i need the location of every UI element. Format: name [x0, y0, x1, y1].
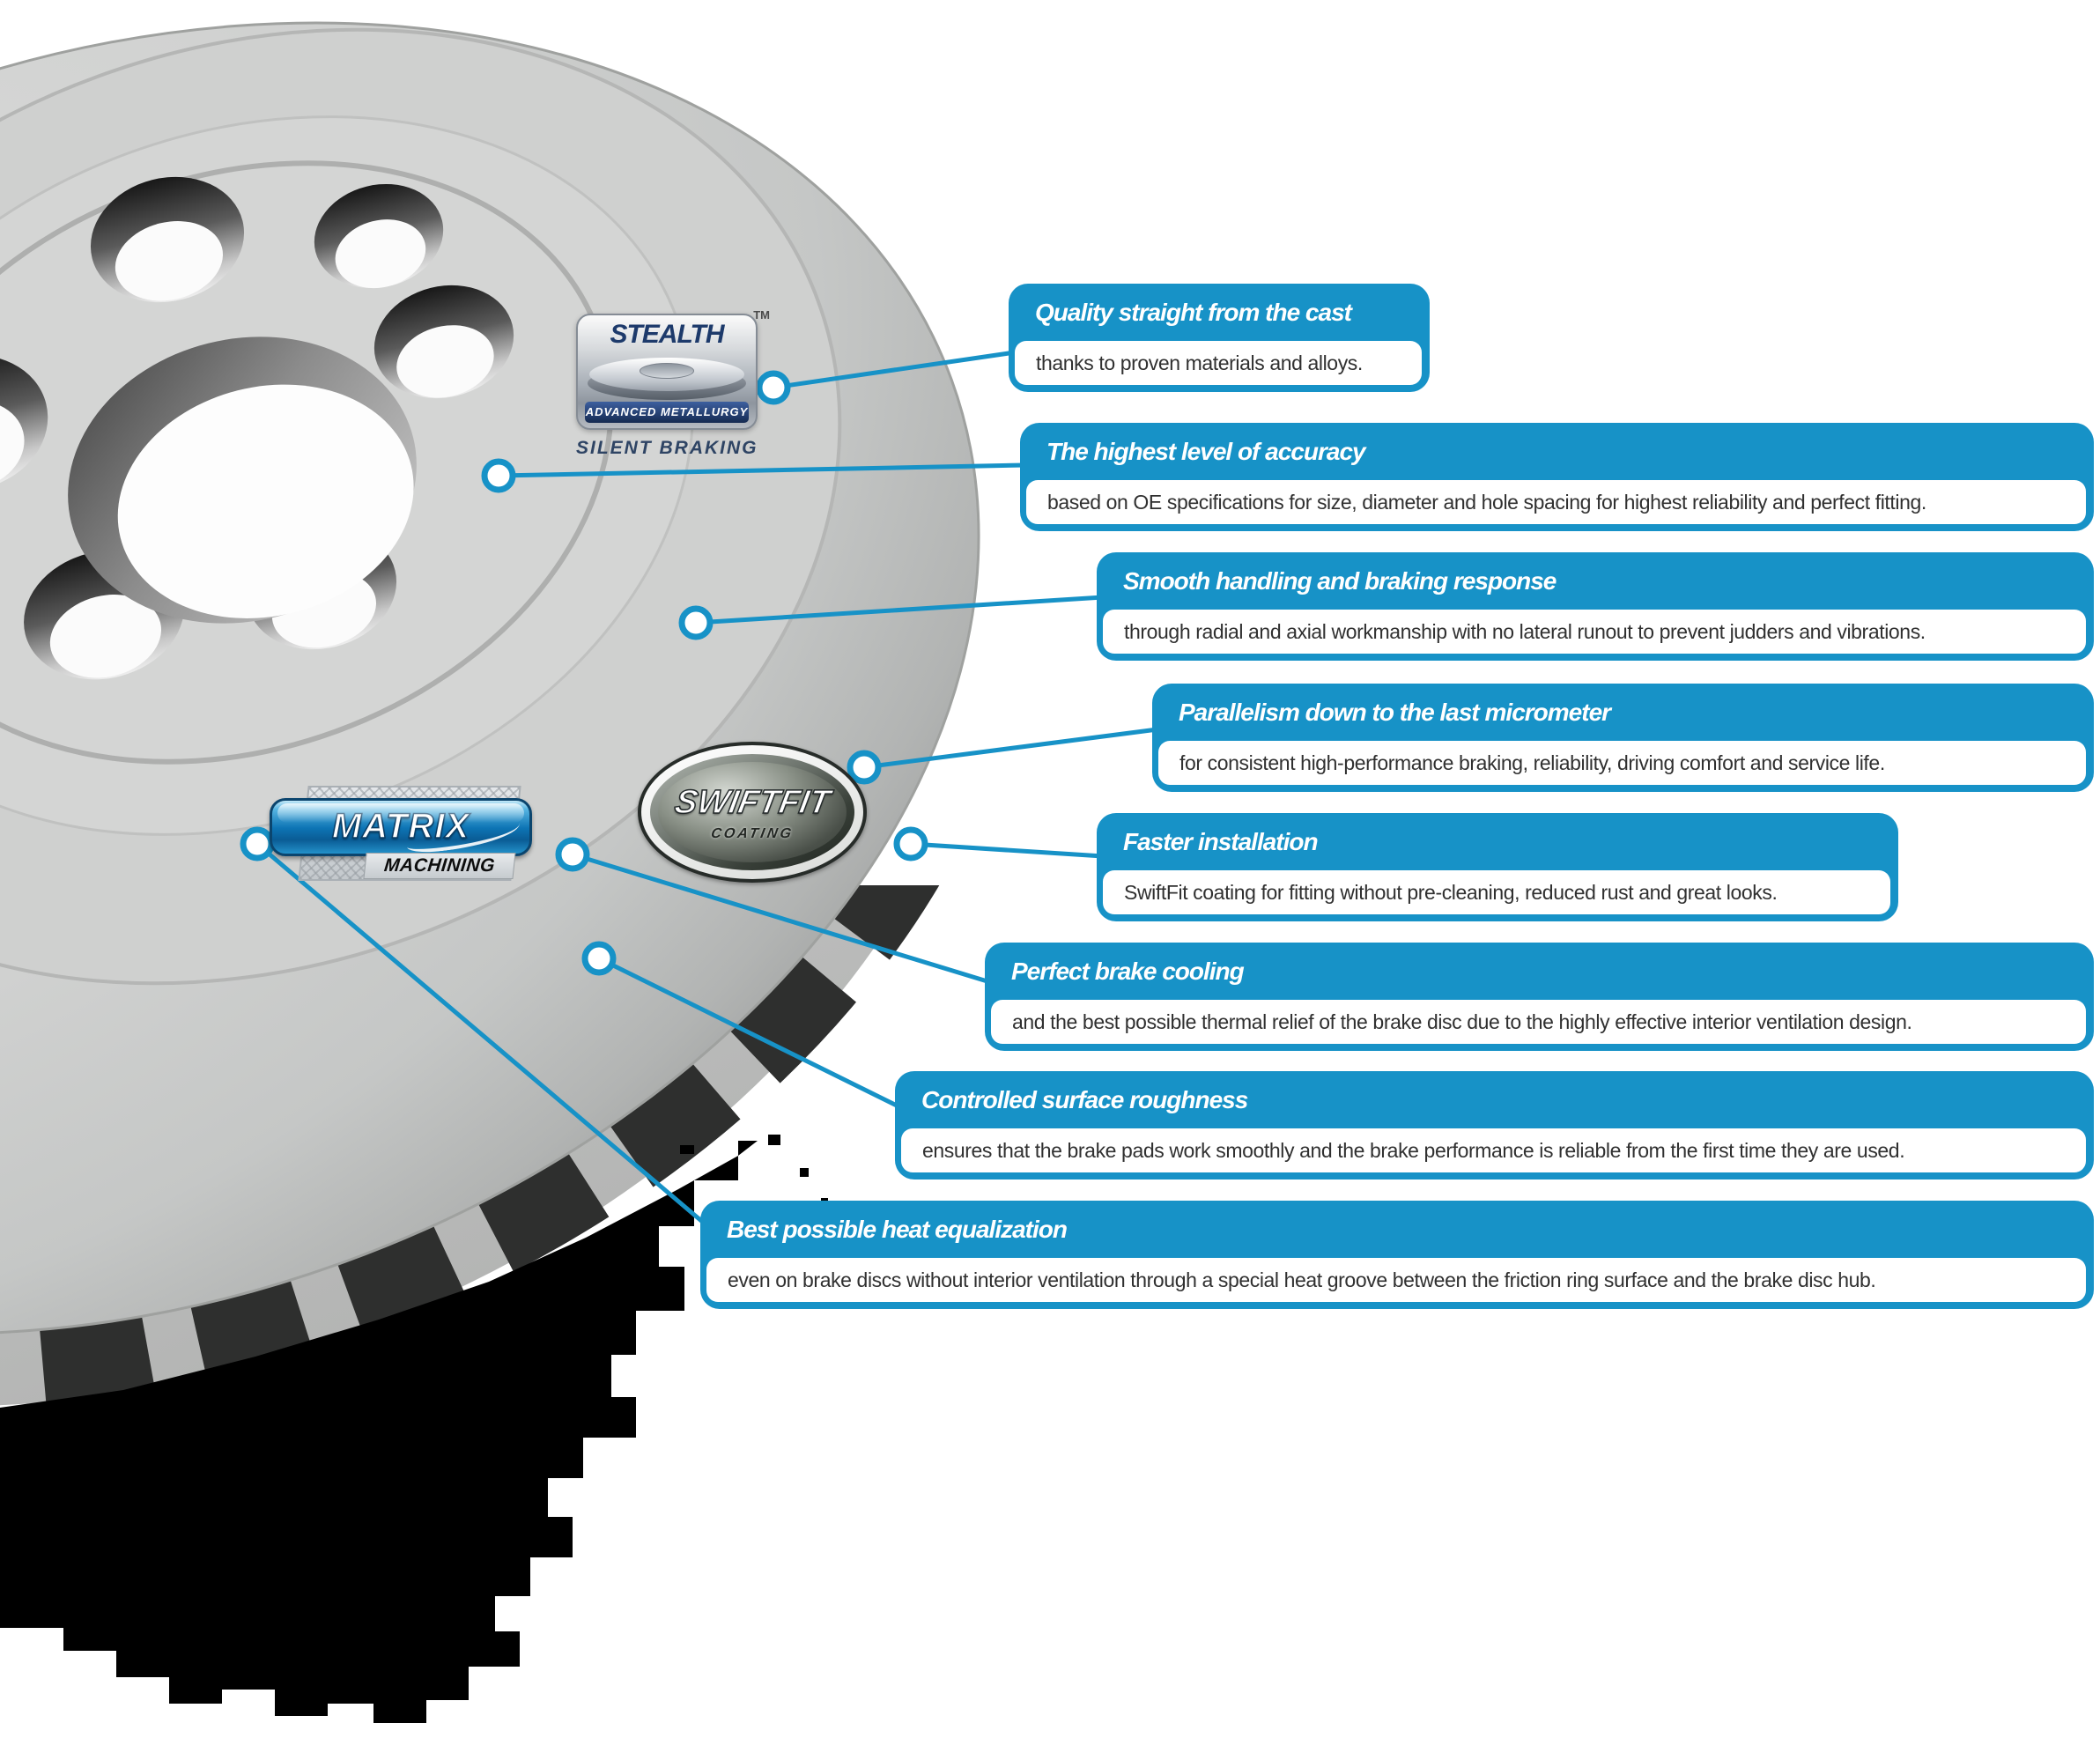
stealth-logo: TM STEALTH ADVANCED METALLURGY SILENT BR… [576, 308, 770, 459]
leader-line [255, 842, 707, 1226]
leader-line [695, 595, 1104, 625]
callout-title: Smooth handling and braking response [1123, 567, 1557, 595]
shadow-black-region [0, 1141, 758, 1723]
swiftfit-logo-name: SWIFTFIT [671, 783, 833, 822]
callout-description: thanks to proven materials and alloys. [1015, 341, 1422, 385]
leader-dot [481, 458, 516, 493]
callout-description: SwiftFit coating for fitting without pre… [1103, 870, 1890, 914]
leader-lines [255, 350, 1158, 1226]
callout-smooth-handling: Smooth handling and braking response thr… [1097, 552, 2094, 661]
callout-title: Controlled surface roughness [921, 1086, 1248, 1113]
callout-description: based on OE specifications for size, dia… [1026, 480, 2086, 524]
callout-parallelism: Parallelism down to the last micrometer … [1152, 684, 2094, 792]
swiftfit-logo-tagline: COATING [709, 826, 795, 841]
callout-faster-installation: Faster installation SwiftFit coating for… [1097, 813, 1898, 921]
callout-title: Parallelism down to the last micrometer [1179, 699, 1611, 726]
leader-line [863, 727, 1158, 770]
matrix-logo-tagline: MACHINING [363, 853, 516, 879]
stealth-badge: TM STEALTH ADVANCED METALLURGY [576, 308, 770, 430]
callout-description: even on brake discs without interior ven… [706, 1258, 2086, 1302]
leader-line [773, 350, 1016, 390]
callout-description: and the best possible thermal relief of … [991, 1000, 2086, 1044]
swiftfit-logo: SWIFTFIT COATING [638, 742, 867, 883]
callout-title: Perfect brake cooling [1011, 958, 1245, 985]
matrix-banner: MATRIX [270, 798, 532, 856]
leader-dot [678, 605, 714, 640]
callout-description: for consistent high-performance braking,… [1158, 741, 2086, 785]
center-bore [68, 336, 417, 624]
callout-description: ensures that the brake pads work smoothl… [901, 1128, 2086, 1172]
callout-brake-cooling: Perfect brake cooling and the best possi… [985, 943, 2094, 1051]
callout-title: Best possible heat equalization [727, 1216, 1068, 1243]
stealth-logo-tagline: SILENT BRAKING [576, 438, 758, 458]
matrix-logo: MATRIX MACHINING [270, 784, 534, 883]
leader-dot [847, 750, 882, 785]
leader-dot [893, 826, 928, 862]
callout-surface-roughness: Controlled surface roughness ensures tha… [895, 1071, 2094, 1179]
leader-dot [240, 826, 275, 862]
leader-dot [555, 837, 590, 872]
callout-title: Quality straight from the cast [1035, 299, 1352, 326]
leader-line [597, 956, 904, 1111]
leader-line [572, 852, 991, 985]
leader-line [910, 841, 1104, 859]
callout-accuracy: The highest level of accuracy based on O… [1020, 423, 2094, 531]
callout-title: The highest level of accuracy [1046, 438, 1366, 465]
leader-dot [581, 941, 617, 976]
callout-quality-cast: Quality straight from the cast thanks to… [1009, 284, 1430, 392]
leader-dots [240, 370, 928, 976]
leader-line [498, 462, 1026, 478]
stealth-logo-name: STEALTH [610, 320, 724, 349]
leader-dot [756, 370, 791, 405]
callout-heat-equalization: Best possible heat equalization even on … [700, 1201, 2094, 1309]
trademark-symbol: TM [753, 308, 770, 322]
callout-description: through radial and axial workmanship wit… [1103, 610, 2086, 654]
stealth-disc-icon [586, 354, 748, 400]
stealth-logo-bar: ADVANCED METALLURGY [585, 402, 749, 423]
callout-title: Faster installation [1123, 828, 1319, 855]
